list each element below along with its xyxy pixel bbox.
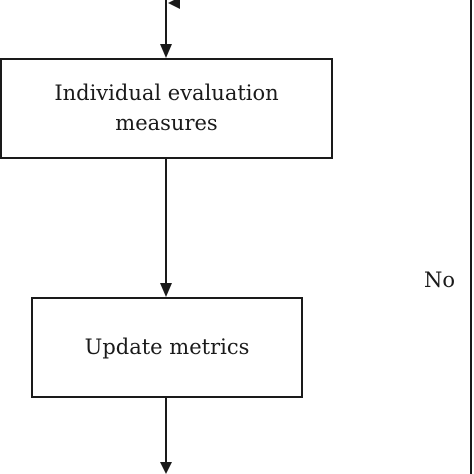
individual-evaluation-label: Individual evaluation measures [54,81,279,135]
update-metrics-box: Update metrics [31,297,303,398]
no-branch-label: No [424,268,456,292]
feedback-arrowhead-partial [168,0,180,9]
individual-evaluation-box: Individual evaluation measures [0,58,333,159]
update-metrics-label: Update metrics [84,334,250,359]
update-outgoing-arrowhead [160,462,172,474]
incoming-arrowhead [160,44,172,58]
eval-to-update-arrowhead [160,283,172,297]
